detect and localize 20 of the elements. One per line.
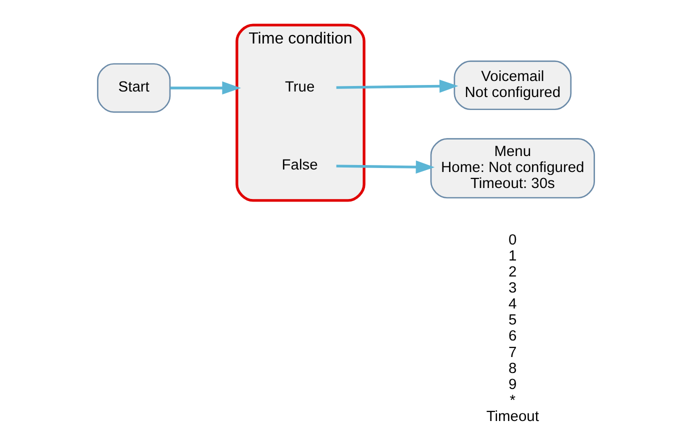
label: 0 [508,232,517,248]
label: 1 [508,248,517,264]
label: 7 [508,344,517,360]
label: Timeout [486,408,539,425]
label: 3 [508,280,517,296]
node-text: False [282,156,318,173]
arrow [336,79,458,92]
label: 4 [508,296,517,312]
node-box: Start [97,62,171,112]
arrow [170,80,241,94]
label: 2 [508,264,517,280]
node-box: Menu Home: Not configured Timeout: 30s [430,138,595,198]
label: 8 [508,360,517,376]
label: 6 [508,328,517,344]
arrow [336,160,435,174]
node-box: Voicemail Not configured [454,60,572,110]
label: 5 [508,312,517,328]
label: * [510,392,516,408]
label: 9 [508,376,517,392]
node-text: True [284,79,315,96]
